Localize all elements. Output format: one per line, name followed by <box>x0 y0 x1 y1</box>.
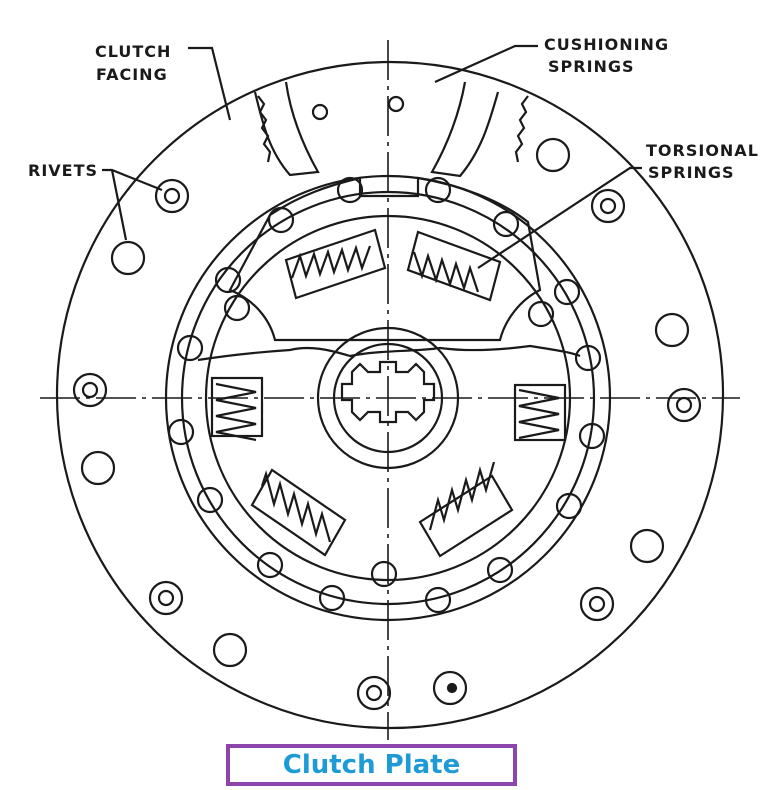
label-clutch-facing-line2: FACING <box>96 65 168 84</box>
leader-cushioning-springs <box>434 44 538 84</box>
cushioning-spring-slot-left-wave <box>257 95 272 163</box>
torsional-spring-top-right <box>406 230 502 302</box>
torsional-spring-top-left <box>284 228 387 300</box>
rivets <box>72 137 702 711</box>
torsional-spring-bottom-left <box>250 468 347 557</box>
cushioning-spring-slot-right <box>430 81 500 178</box>
label-rivets: RIVETS <box>28 161 98 180</box>
inner-ring-holes <box>167 95 606 614</box>
label-clutch-facing-line1: CLUTCH <box>95 42 171 61</box>
cushioning-spring-slot-left <box>253 81 320 177</box>
hub-splines <box>340 360 436 424</box>
torsional-spring-left <box>210 376 264 442</box>
cushioning-spring-slot-right-wave <box>514 95 529 163</box>
label-torsional-springs-line1: TORSIONAL <box>646 141 759 160</box>
caption-title: Clutch Plate <box>282 750 461 780</box>
caption-box: Clutch Plate <box>226 744 517 786</box>
label-cushioning-springs-line1: CUSHIONING <box>544 35 669 54</box>
clutch-facing-outer-ring <box>55 60 725 730</box>
torsional-spring-right <box>513 383 567 442</box>
hub-plate-torn-edge <box>197 344 581 362</box>
leader-torsional-springs <box>477 166 642 269</box>
leader-rivets <box>102 168 163 241</box>
leader-clutch-facing <box>188 46 232 121</box>
torsional-spring-bottom-right <box>418 461 514 558</box>
label-torsional-springs-line2: SPRINGS <box>648 163 735 182</box>
label-cushioning-springs-line2: SPRINGS <box>548 57 635 76</box>
